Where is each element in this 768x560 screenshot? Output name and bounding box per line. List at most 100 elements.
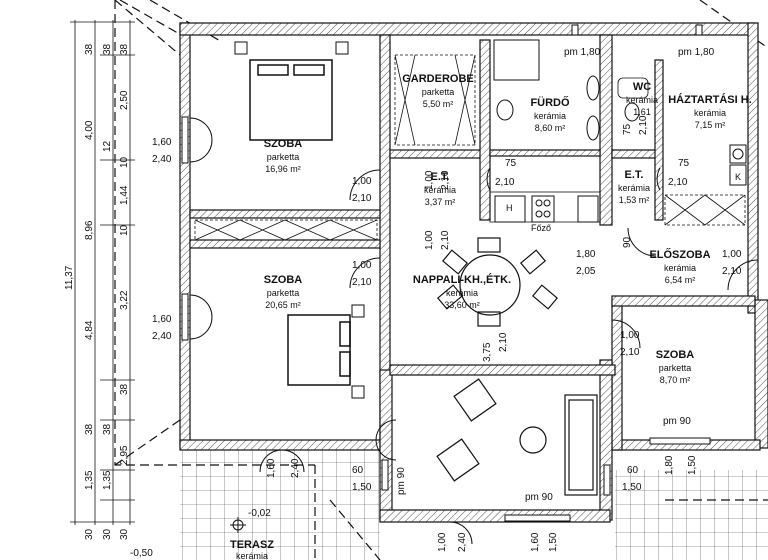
opening-height: 2,10 bbox=[668, 177, 688, 188]
opening-height: 2,40 bbox=[457, 532, 468, 552]
room-floor: kerámia bbox=[236, 551, 268, 560]
dim-d: 38 bbox=[119, 43, 130, 55]
dimension-lines bbox=[70, 20, 135, 525]
bed-2 bbox=[287, 304, 365, 399]
parapet-label: pm 1,80 bbox=[678, 47, 715, 58]
room-area: 16,96 m² bbox=[265, 164, 301, 174]
level-label: -0,02 bbox=[248, 508, 271, 519]
wardrobes bbox=[194, 54, 746, 241]
room-area: 33,60 m² bbox=[444, 300, 480, 310]
opening-width: 1,60 bbox=[152, 314, 172, 325]
bathroom-fixtures bbox=[493, 39, 747, 223]
room-eloszoba: ELŐSZOBA kerámia 6,54 m² bbox=[649, 248, 710, 285]
room-floor: parketta bbox=[422, 87, 455, 97]
opening-width: 1,80 bbox=[576, 249, 596, 260]
dim-f: 10 bbox=[119, 224, 130, 236]
room-name: FÜRDŐ bbox=[530, 96, 570, 109]
room-wc: WC kerámia 1,61 bbox=[626, 81, 658, 117]
room-name: E.T. bbox=[431, 171, 450, 183]
room-area: 7,15 m² bbox=[695, 120, 726, 130]
dim-f: 10 bbox=[119, 156, 130, 168]
opening-height: 2,40 bbox=[152, 331, 172, 342]
opening-height: 1,50 bbox=[352, 482, 372, 493]
opening-width: 3,75 bbox=[482, 342, 493, 362]
room-name: HÁZTARTÁSI H. bbox=[668, 93, 752, 106]
room-floor: parketta bbox=[267, 152, 300, 162]
room-area: 8,60 m² bbox=[535, 123, 566, 133]
room-floor: parketta bbox=[659, 363, 692, 373]
dim-k: 1,35 bbox=[102, 470, 113, 490]
dim-k: 1,35 bbox=[84, 470, 95, 490]
terrace-tiles bbox=[180, 445, 380, 560]
room-floor: kerámia bbox=[534, 111, 566, 121]
level-label: -0,50 bbox=[130, 548, 153, 559]
room-szoba-2: SZOBA parketta 20,65 m² bbox=[264, 274, 303, 310]
dim-l: 30 bbox=[119, 528, 130, 540]
opening-height: 1,50 bbox=[548, 532, 559, 552]
bed-1 bbox=[234, 41, 349, 141]
room-floor: kerámia bbox=[664, 263, 696, 273]
room-floor: kerámia bbox=[446, 288, 478, 298]
room-szoba-3: SZOBA parketta 8,70 m² bbox=[656, 349, 695, 385]
opening-height: 1,50 bbox=[622, 482, 642, 493]
opening-width: 1,80 bbox=[664, 455, 675, 475]
opening-width: 1,00 bbox=[722, 249, 742, 260]
fixture-label: K bbox=[735, 172, 741, 182]
opening-width: 1,60 bbox=[530, 532, 541, 552]
dim-l: 30 bbox=[84, 528, 95, 540]
room-area: 20,65 m² bbox=[265, 300, 301, 310]
room-area: 1,61 bbox=[633, 107, 651, 117]
room-szoba-1: SZOBA parketta 16,96 m² bbox=[264, 138, 303, 174]
opening-height: 1,50 bbox=[687, 455, 698, 475]
dim-d: 38 bbox=[102, 43, 113, 55]
opening-height: 2,10 bbox=[352, 193, 372, 204]
opening-width: 1,00 bbox=[620, 330, 640, 341]
opening-height: 2,10 bbox=[495, 177, 515, 188]
room-area: 6,54 m² bbox=[665, 275, 696, 285]
stove-label: Főző bbox=[531, 223, 551, 233]
dim-h: 12 bbox=[102, 140, 113, 152]
dim-d: 38 bbox=[102, 423, 113, 435]
opening-height: 2,40 bbox=[152, 154, 172, 165]
room-garderobe: GARDEROBE parketta 5,50 m² bbox=[402, 73, 474, 109]
room-name: WC bbox=[633, 81, 651, 93]
opening-height: 2,10 bbox=[440, 170, 451, 190]
dim-a: 8,96 bbox=[84, 220, 95, 240]
roof-outline bbox=[114, 0, 768, 560]
room-terasz: TERASZ kerámia -0,50 bbox=[130, 539, 274, 560]
opening-width: 1,00 bbox=[437, 532, 448, 552]
opening-width: 75 bbox=[505, 158, 517, 169]
opening-width: 1,00 bbox=[424, 170, 435, 190]
fixture-label: H bbox=[506, 203, 513, 213]
left-dimension-texts: 11,37 8,96 4,00 4,84 38 38 1,35 30 38 38… bbox=[64, 43, 130, 540]
doors bbox=[189, 117, 759, 545]
dim-e: 2,50 bbox=[119, 90, 130, 110]
opening-width: 1,00 bbox=[352, 260, 372, 271]
room-area: 5,50 m² bbox=[423, 99, 454, 109]
opening-height: 2,05 bbox=[576, 266, 596, 277]
opening-dimensions: 1,60 2,40 1,60 2,40 1,00 2,10 1,00 2,10 … bbox=[152, 115, 742, 552]
room-name: TERASZ bbox=[230, 539, 274, 551]
opening-height: 2,10 bbox=[722, 266, 742, 277]
opening-height: 2,10 bbox=[440, 230, 451, 250]
dim-c: 4,84 bbox=[84, 320, 95, 340]
dim-b: 4,00 bbox=[84, 120, 95, 140]
parapet-label: pm 90 bbox=[663, 416, 691, 427]
parapet-label: pm 90 bbox=[525, 492, 553, 503]
room-name: E.T. bbox=[625, 169, 644, 181]
opening-width: 1,00 bbox=[424, 230, 435, 250]
room-name: GARDEROBE bbox=[402, 73, 474, 85]
dim-g: 1,44 bbox=[119, 185, 130, 205]
dim-j: 2,95 bbox=[119, 445, 130, 465]
level-marker bbox=[230, 517, 246, 533]
room-area: 8,70 m² bbox=[660, 375, 691, 385]
room-floor: kerámia bbox=[694, 108, 726, 118]
room-et-1: E.T. kerámia 3,37 m² bbox=[424, 171, 456, 207]
room-name: SZOBA bbox=[264, 138, 303, 150]
windows bbox=[181, 24, 711, 522]
living-set bbox=[436, 378, 598, 496]
parapet-label: pm 1,80 bbox=[564, 47, 601, 58]
misc-labels: pm 1,80 pm 1,80 pm 90 pm 90 Főző -0,02 H… bbox=[248, 47, 741, 519]
walls bbox=[179, 22, 768, 523]
